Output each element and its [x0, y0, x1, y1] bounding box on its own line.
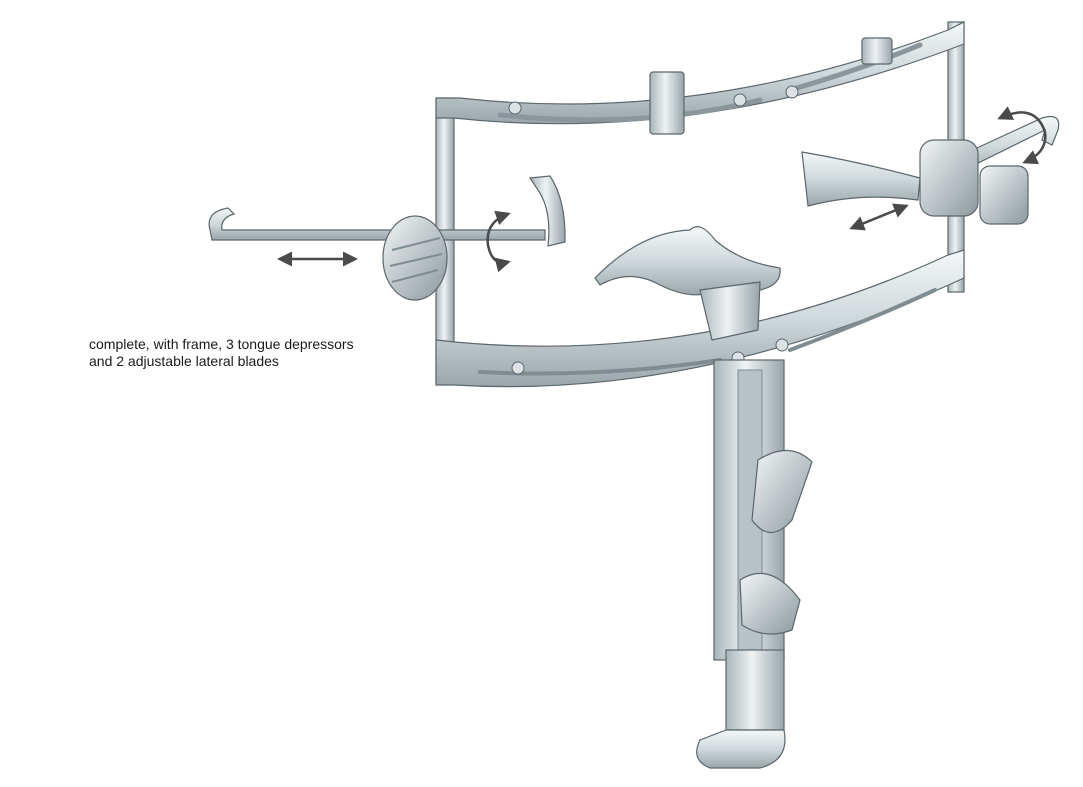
right-rotate-arrow — [997, 106, 1047, 165]
frame-bottom-rail — [435, 249, 965, 388]
frame-top-rail — [435, 21, 965, 135]
vertical-shaft — [696, 359, 813, 769]
right-slide-arrow — [849, 203, 909, 231]
left-lateral-blade — [208, 175, 566, 301]
caption-line-2: and 2 adjustable lateral blades — [89, 353, 279, 369]
caption: complete, with frame, 3 tongue depressor… — [89, 336, 354, 370]
left-rotate-arrow — [486, 210, 511, 273]
tongue-depressor — [594, 226, 781, 341]
caption-line-1: complete, with frame, 3 tongue depressor… — [89, 336, 354, 352]
right-lateral-blade — [801, 115, 1060, 225]
